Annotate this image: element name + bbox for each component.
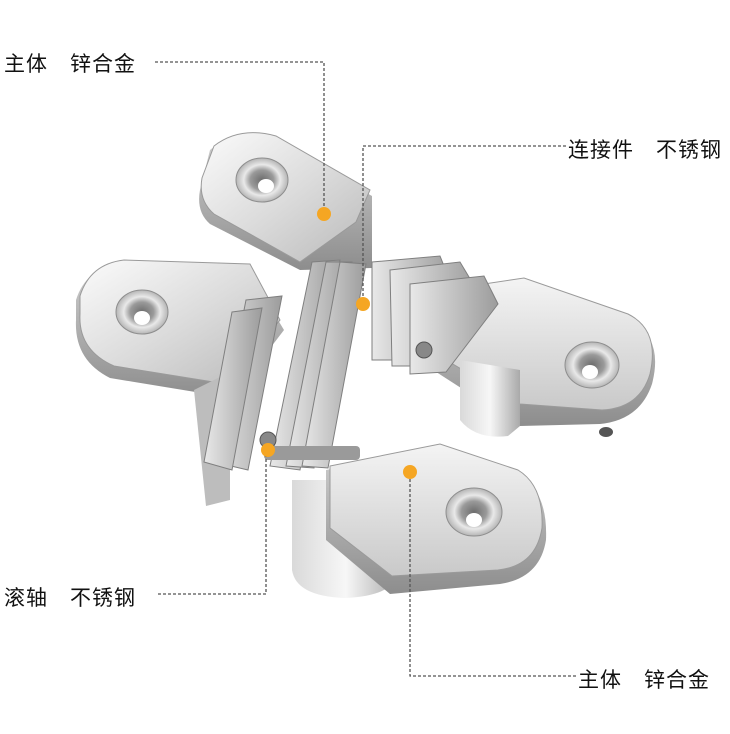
hinge-link-stack [203,255,499,471]
callout-body-bottom: 主体锌合金 [578,664,710,694]
callout-material: 锌合金 [644,668,710,692]
callout-part: 连接件 [568,138,634,162]
callout-roller: 滚轴不锈钢 [4,582,136,612]
marker-dot-roller [261,443,275,457]
marker-dot-body-top [317,207,331,221]
leader-line-body-bottom [409,472,576,677]
callout-body-top: 主体锌合金 [4,48,136,78]
callout-connector: 连接件不锈钢 [568,134,722,164]
hinge-plate-front [326,443,547,594]
callout-material: 锌合金 [70,52,136,76]
callout-part: 主体 [4,52,48,76]
hinge-plate-back [199,132,372,270]
marker-dot-body-bottom [403,465,417,479]
callout-part: 主体 [578,668,622,692]
callout-material: 不锈钢 [70,586,136,610]
leader-lines [155,61,576,677]
leader-line-body-top [155,61,325,214]
marker-dot-connector [356,297,370,311]
leader-line-roller [158,450,267,595]
leader-line-connector [362,145,566,302]
callout-part: 滚轴 [4,586,48,610]
callout-material: 不锈钢 [656,138,722,162]
